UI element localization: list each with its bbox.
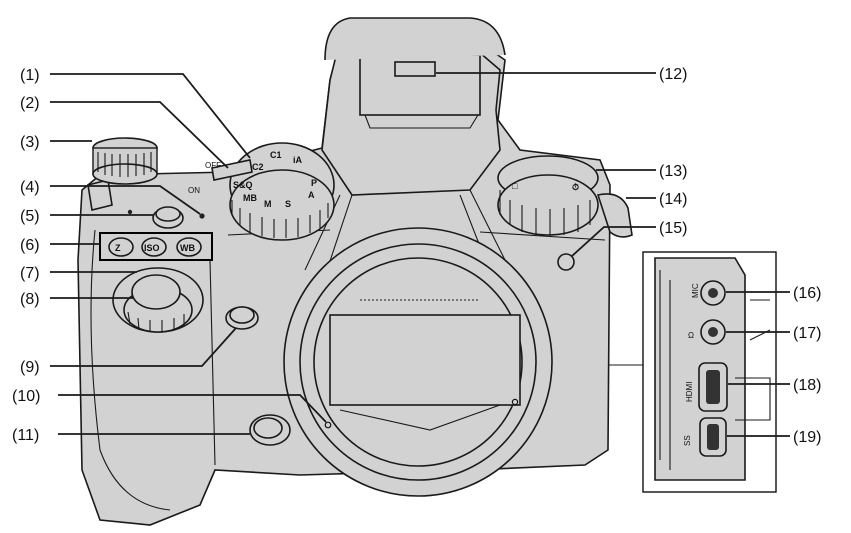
status-indicator — [199, 213, 205, 219]
callout-label: (17) — [793, 325, 821, 342]
callout-label: (11) — [12, 427, 39, 444]
callout-label: (2) — [20, 95, 40, 112]
mode-dial-mark-mb: MB — [243, 193, 257, 203]
function-buttons: Z ISO WB — [99, 232, 213, 261]
drive-mark-single: □ — [512, 181, 518, 191]
wb-button[interactable]: WB — [176, 237, 202, 257]
terminal-panel: MIC Ω HDMI SS — [642, 251, 777, 493]
callout-label: (16) — [793, 285, 821, 302]
usb-port-label: SS — [683, 435, 692, 446]
control-dial[interactable] — [112, 267, 204, 333]
callout-label: (8) — [20, 291, 40, 308]
usb-port[interactable]: SS — [683, 417, 727, 457]
callout-label: (4) — [20, 179, 40, 196]
mode-dial-mark-c2: C2 — [252, 162, 264, 172]
callout-label: (7) — [20, 265, 40, 282]
hdmi-port[interactable]: HDMI — [685, 362, 728, 412]
mic-port[interactable]: MIC — [691, 280, 726, 306]
mode-dial-mark-m: M — [264, 199, 272, 209]
hdmi-port-label: HDMI — [685, 382, 694, 402]
leader-lines — [50, 72, 790, 437]
callout-label: (13) — [659, 163, 687, 180]
callout-label: (12) — [659, 66, 687, 83]
power-switch[interactable]: OFF ON — [188, 159, 253, 195]
mode-dial[interactable]: C2 C1 S&Q iA P A S M MB — [229, 142, 335, 241]
mic-port-label: MIC — [691, 283, 700, 298]
mode-dial-mark-a: A — [308, 190, 315, 200]
wb-label: WB — [180, 243, 195, 253]
lens-release-button[interactable] — [557, 253, 575, 271]
drive-mark-timer: ⏱ — [572, 182, 579, 192]
iso-label: ISO — [144, 243, 160, 253]
lens-release-pin — [324, 421, 332, 429]
front-dial[interactable] — [92, 137, 158, 185]
lens-mount — [283, 227, 553, 497]
power-on-label: ON — [188, 186, 200, 195]
mode-dial-mark-c1: C1 — [270, 150, 282, 160]
record-button[interactable] — [127, 206, 184, 229]
callout-label: (1) — [20, 67, 40, 84]
front-function-button[interactable] — [249, 414, 291, 446]
callout-labels: (1) (2) (3) (4) (5) (6) (7) (8) (9) (10)… — [12, 66, 821, 446]
exposure-comp-label: Z — [115, 243, 121, 253]
mode-dial-mark-sq: S&Q — [233, 180, 253, 190]
callout-label: (14) — [659, 191, 687, 208]
callout-label: (3) — [20, 134, 40, 151]
iso-button[interactable]: ISO — [141, 237, 167, 257]
callout-label: (18) — [793, 377, 821, 394]
callout-label: (5) — [20, 208, 40, 225]
callout-label: (6) — [20, 237, 40, 254]
callout-label: (19) — [793, 429, 821, 446]
drive-mode-dial[interactable]: □ ⏱ — [497, 155, 599, 236]
headphone-port[interactable]: Ω — [688, 319, 726, 345]
headphone-port-label: Ω — [688, 331, 694, 340]
mode-dial-mark-p: P — [311, 178, 317, 188]
callout-label: (10) — [12, 388, 40, 405]
mode-dial-mark-s: S — [285, 199, 291, 209]
power-off-label: OFF — [205, 161, 221, 170]
lens-release-area-button[interactable] — [225, 306, 259, 330]
exposure-comp-button[interactable]: Z — [108, 237, 134, 257]
callout-label: (15) — [659, 220, 687, 237]
callout-label: (9) — [20, 359, 40, 376]
mode-dial-mark-ia: iA — [293, 155, 303, 165]
